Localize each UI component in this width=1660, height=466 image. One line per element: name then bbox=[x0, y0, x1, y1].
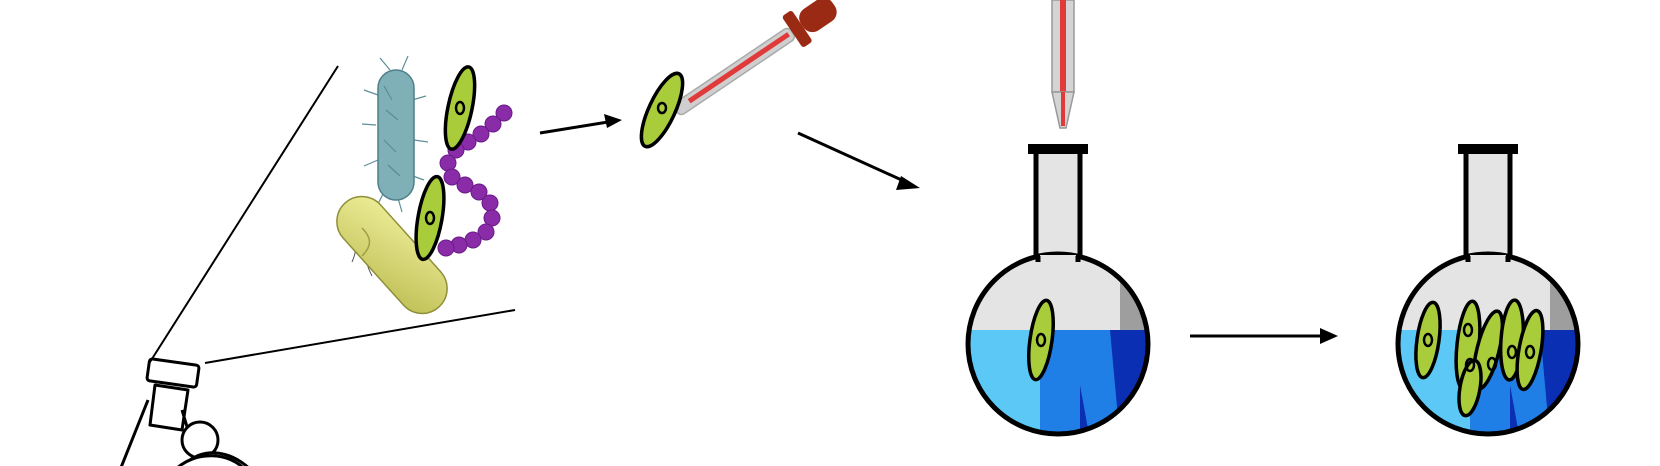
bacillus-cell bbox=[351, 55, 429, 277]
dropper-icon bbox=[673, 0, 837, 116]
flask-icon bbox=[1395, 144, 1581, 437]
cocci-chain bbox=[437, 104, 513, 257]
arrow-to-isolation bbox=[539, 114, 622, 135]
magnification-lines bbox=[149, 65, 516, 364]
isolated-cell bbox=[639, 71, 685, 149]
target-cell bbox=[443, 65, 477, 151]
microbes-icon bbox=[336, 55, 513, 315]
flask-cell bbox=[1027, 298, 1055, 382]
vertical-dropper-icon bbox=[1051, 0, 1075, 129]
arrow-to-flask bbox=[797, 131, 920, 190]
microscope-icon bbox=[119, 357, 249, 466]
flask-icon bbox=[965, 144, 1151, 437]
flask-cells bbox=[1414, 298, 1545, 418]
target-cell bbox=[414, 174, 446, 262]
arrow-to-growth bbox=[1190, 328, 1338, 344]
yeast-cell bbox=[336, 195, 448, 315]
